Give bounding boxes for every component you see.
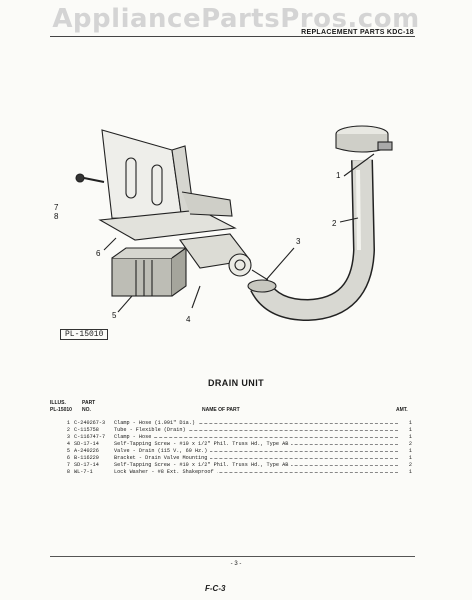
drain-unit-diagram: 1 2 3 4 5 6 7 8: [54, 125, 393, 324]
callout-3: 3: [296, 237, 301, 246]
col-header-amt: AMT.: [396, 406, 408, 413]
callout-7: 7: [54, 203, 59, 212]
footer-rule: [50, 556, 415, 557]
callout-5: 5: [112, 311, 117, 320]
col-header-illus: ILLUS.PL-15010: [50, 400, 72, 413]
col-header-name: NAME OF PART: [202, 406, 240, 413]
header-title: REPLACEMENT PARTS KDC-18: [301, 29, 414, 36]
watermark-logo: AppliancePartsPros.com: [52, 4, 420, 34]
bracket-plate: [101, 129, 183, 221]
page-code: F-C-3: [205, 584, 226, 593]
callout-4: 4: [186, 315, 191, 324]
drain-valve: [111, 257, 173, 297]
callout-8: 8: [54, 212, 59, 221]
callout-1: 1: [336, 171, 341, 180]
header-rule: [50, 36, 415, 37]
figure-label: PL-15010: [60, 329, 109, 340]
section-title: DRAIN UNIT: [208, 378, 264, 388]
callout-6: 6: [96, 249, 101, 258]
callout-2: 2: [332, 219, 337, 228]
page-number: - 3 -: [230, 561, 242, 567]
